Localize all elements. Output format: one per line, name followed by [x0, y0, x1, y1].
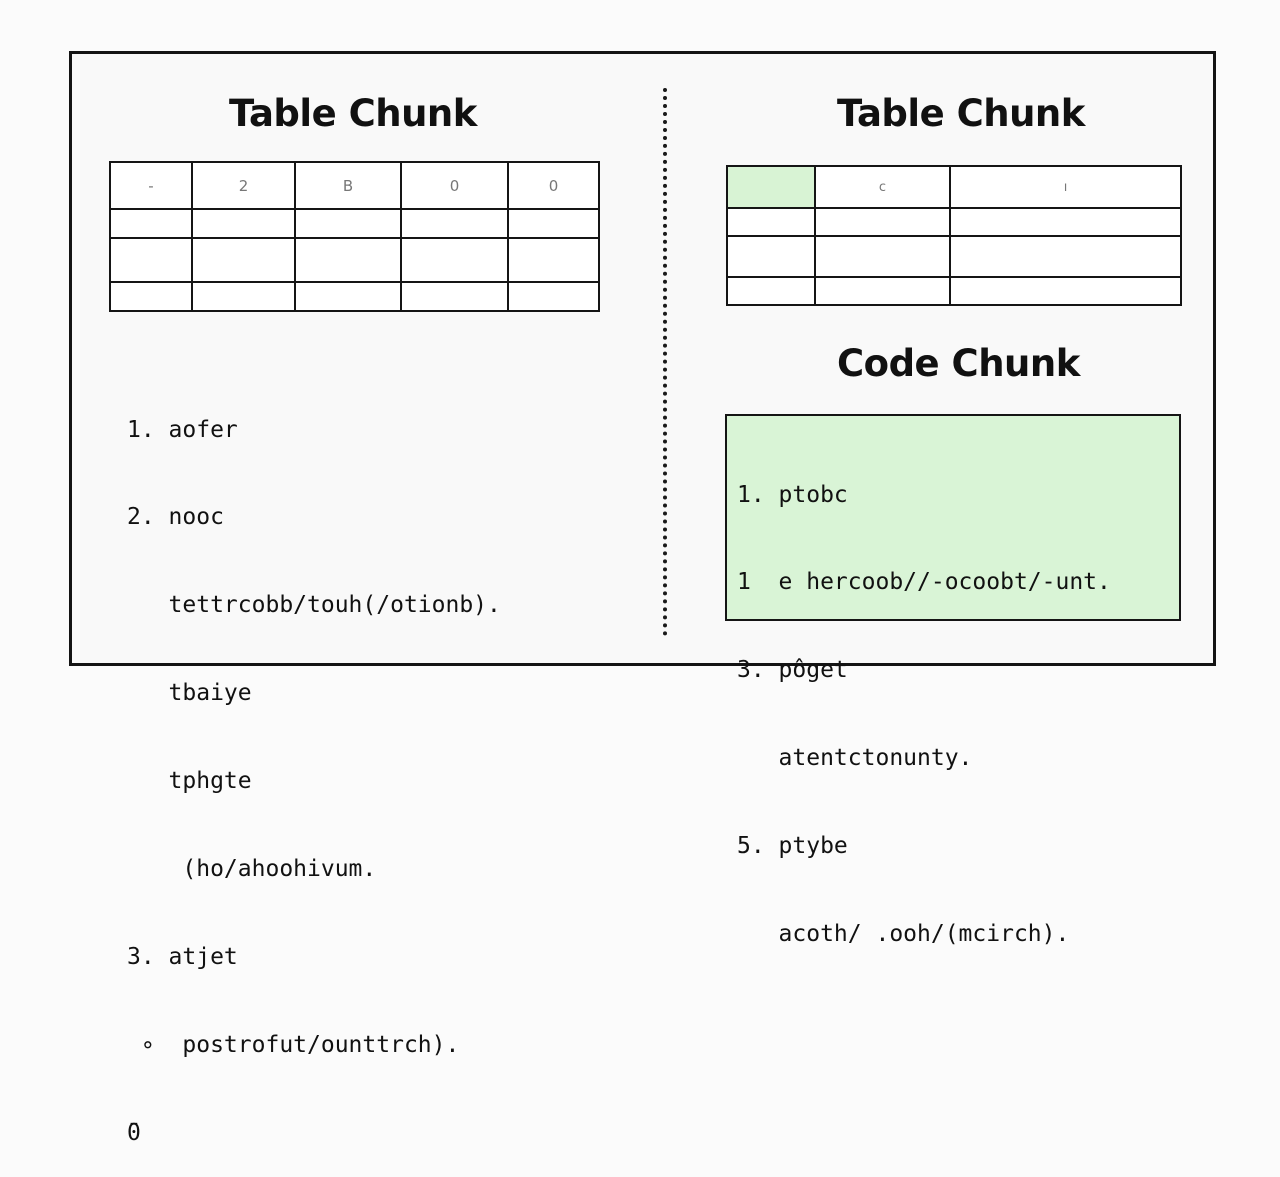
table-cell	[814, 235, 951, 278]
right-panel-title: Table Chunk	[837, 92, 1085, 135]
highlighted-header-cell	[726, 165, 816, 209]
table-row	[109, 208, 600, 239]
code-line: 3. pôget	[737, 657, 848, 684]
list-item: tbaiye	[127, 680, 252, 707]
code-line: 5. ptybe	[737, 833, 848, 860]
list-item: 3. atjet	[127, 943, 238, 970]
code-chunk-lines: 1. ptobc 1 e hercoob//-ocoobt/-unt. 3. p…	[737, 422, 1111, 979]
table-header-cell: c	[814, 165, 951, 209]
table-cell	[294, 208, 402, 239]
table-header-cell: -	[109, 161, 193, 210]
list-item: tphgte	[127, 768, 252, 795]
table-header-cell: 2	[191, 161, 296, 210]
right-table: c ı	[726, 165, 1182, 306]
list-item: ̄0	[127, 1119, 141, 1146]
code-line: 1. ptobc	[737, 481, 848, 508]
table-cell	[814, 276, 951, 306]
code-line: acoth/ .ooh/(mcirch).	[737, 921, 1070, 948]
list-item: (ho/ahoohivum.	[127, 856, 377, 883]
table-header-cell: 0	[400, 161, 509, 210]
table-cell	[949, 235, 1182, 278]
dotted-divider	[663, 88, 667, 636]
table-cell	[294, 237, 402, 283]
left-table: - 2 B 0 0	[109, 161, 600, 312]
code-line: 1 e hercoob//-ocoobt/-unt.	[737, 569, 1111, 596]
table-header-cell: ı	[949, 165, 1182, 209]
table-cell	[507, 281, 600, 312]
table-cell	[191, 237, 296, 283]
table-header-row: - 2 B 0 0	[109, 161, 600, 210]
list-item: ∘ postrofut/ounttrch).	[127, 1031, 460, 1058]
table-cell	[726, 235, 816, 278]
table-row	[726, 276, 1182, 306]
table-cell	[726, 276, 816, 306]
table-cell	[949, 276, 1182, 306]
table-row	[109, 237, 600, 283]
list-item: 2. nooc	[127, 504, 224, 531]
table-cell	[814, 207, 951, 237]
list-item: 1. aofer	[127, 416, 238, 443]
table-cell	[109, 281, 193, 312]
table-cell	[294, 281, 402, 312]
code-chunk-title: Code Chunk	[837, 342, 1080, 385]
table-header-cell: 0	[507, 161, 600, 210]
table-cell	[109, 208, 193, 239]
table-cell	[400, 281, 509, 312]
table-cell	[507, 237, 600, 283]
left-panel-title: Table Chunk	[229, 92, 477, 135]
table-cell	[191, 281, 296, 312]
code-chunk-box	[725, 414, 1181, 621]
table-row	[109, 281, 600, 312]
table-row	[726, 235, 1182, 278]
table-row	[726, 207, 1182, 237]
table-header-row: c ı	[726, 165, 1182, 209]
table-cell	[400, 208, 509, 239]
left-list: 1. aofer 2. nooc tettrcobb/touh(/otionb)…	[127, 357, 501, 1177]
table-cell	[109, 237, 193, 283]
code-line: atentctonunty.	[737, 745, 973, 772]
table-cell	[191, 208, 296, 239]
table-cell	[726, 207, 816, 237]
table-cell	[400, 237, 509, 283]
list-item: tettrcobb/touh(/otionb).	[127, 592, 501, 619]
table-header-cell: B	[294, 161, 402, 210]
table-cell	[507, 208, 600, 239]
table-cell	[949, 207, 1182, 237]
